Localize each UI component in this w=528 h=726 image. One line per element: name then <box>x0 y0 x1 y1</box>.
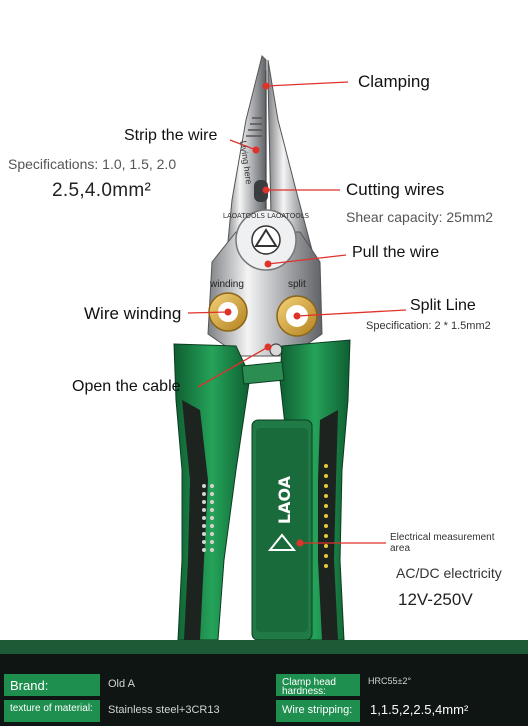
marker-electrical <box>296 539 304 547</box>
winding-label: winding <box>210 279 244 290</box>
label-split-line: Split Line <box>410 297 476 314</box>
marker-clamping <box>262 82 270 90</box>
spec-brand-label: Brand: <box>4 674 100 696</box>
marker-open <box>264 343 272 351</box>
label-acdc: AC/DC electricity <box>396 565 502 581</box>
spec-stripping-label: Wire stripping: <box>276 700 360 722</box>
spec-hardness-value: HRC55±2° <box>368 676 412 686</box>
badge-ring-text: LAOATOOLS LAOATOOLS <box>223 212 310 220</box>
label-strip-sizes: 2.5,4.0mm² <box>52 180 152 201</box>
marker-winding <box>224 308 232 316</box>
label-strip-wire: Strip the wire <box>124 127 218 144</box>
spec-texture-value: Stainless steel+3CR13 <box>108 704 220 716</box>
spec-bar-stripe <box>0 640 528 654</box>
spec-texture-label: texture of material: <box>4 700 100 722</box>
label-cutting-wires: Cutting wires <box>346 180 445 199</box>
laoa-logo-text: LAOA <box>275 475 294 524</box>
marker-split <box>293 312 301 320</box>
label-pull-wire: Pull the wire <box>352 244 440 261</box>
spec-stripping-value: 1,1.5,2,2.5,4mm² <box>370 702 469 717</box>
spec-brand-value: Old A <box>108 678 135 690</box>
label-wire-winding: Wire winding <box>84 304 182 323</box>
marker-strip <box>252 146 260 154</box>
split-label: split <box>288 279 306 290</box>
label-split-spec: Specification: 2 * 1.5mm2 <box>366 320 491 332</box>
label-electrical-area: Electrical measurement area <box>390 532 495 554</box>
marker-pull <box>264 260 272 268</box>
label-shear-capacity: Shear capacity: 25mm2 <box>346 209 494 225</box>
spec-table: Brand: Old A texture of material: Stainl… <box>0 640 528 726</box>
label-strip-spec: Specifications: 1.0, 1.5, 2.0 <box>8 156 177 172</box>
marker-cutting <box>262 186 270 194</box>
spec-hardness-label: Clamp head hardness: <box>276 674 360 696</box>
label-clamping: Clamping <box>358 72 430 91</box>
label-open-cable: Open the cable <box>72 378 181 395</box>
label-voltage: 12V-250V <box>398 590 473 609</box>
